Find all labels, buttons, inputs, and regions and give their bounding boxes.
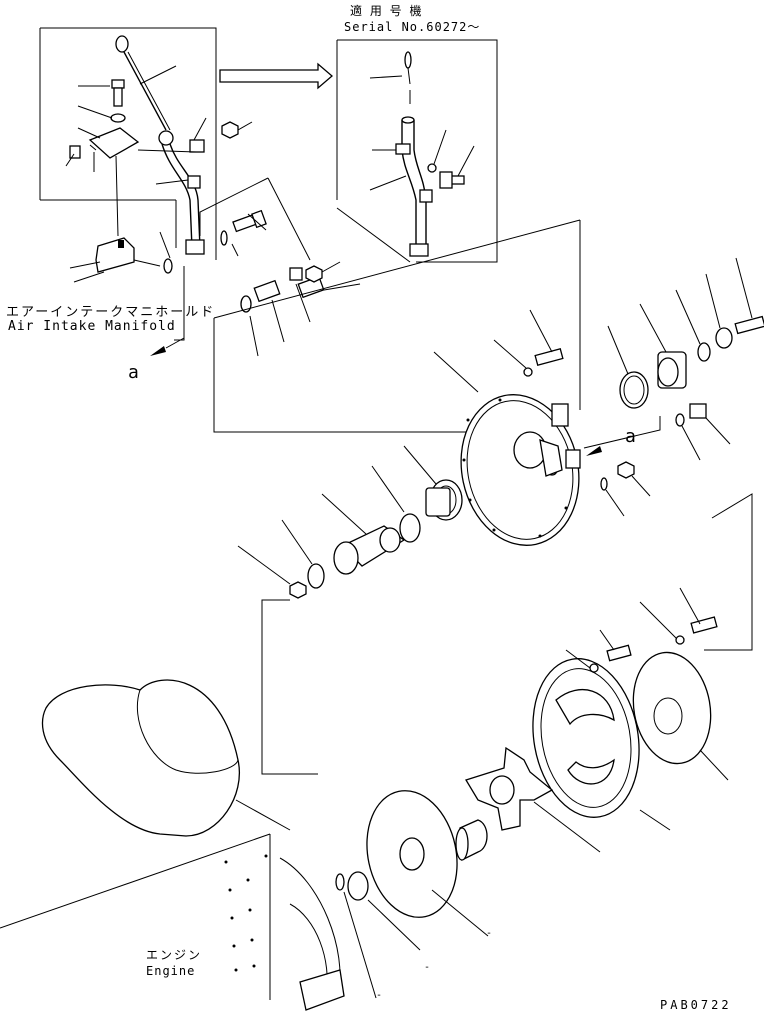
intake-manifold-label-en: Air Intake Manifold	[8, 319, 176, 334]
drawing-code: PAB0722	[660, 998, 732, 1012]
ref-mark-a-left: a	[128, 362, 140, 383]
applicable-header: 適 用 号 機	[350, 4, 424, 18]
ref-arrow-left	[150, 346, 166, 356]
intake-manifold-label-jp: エアーインテークマニホールド	[6, 305, 216, 320]
direction-arrow	[219, 62, 333, 90]
bolt-head	[111, 79, 125, 89]
dipstick-detail-box	[39, 27, 253, 274]
ref-mark-a-right: a	[625, 426, 637, 447]
serial-number-label: Serial No.60272～	[344, 20, 481, 34]
engine-label-jp: エンジン	[146, 948, 203, 962]
gasket	[163, 258, 173, 274]
tube-cap	[158, 130, 174, 146]
engine-outline	[0, 679, 345, 1011]
tube-bracket	[187, 175, 201, 189]
flex-disc-plate	[335, 790, 489, 999]
callout-dash: -	[486, 928, 494, 939]
callout-dash: -	[376, 990, 384, 1001]
tube-flange	[185, 239, 205, 255]
bracket	[88, 127, 140, 159]
breather-fittings	[199, 177, 361, 357]
engine-label-en: Engine	[146, 964, 196, 978]
nut	[221, 121, 239, 139]
air-intake-manifold	[69, 237, 161, 283]
washer	[110, 113, 126, 123]
flywheel-housing-cover	[433, 351, 581, 546]
ref-arrow-right	[586, 446, 602, 456]
dipstick-handle	[115, 35, 129, 53]
seal-housing-group	[583, 257, 764, 517]
applicable-serial-box	[336, 39, 498, 263]
coupling-housing-group	[532, 587, 729, 831]
tube-clamp	[189, 139, 205, 153]
coupling-spider	[455, 746, 601, 862]
bolt-shank	[113, 87, 123, 107]
coupling-shaft-group	[237, 445, 463, 599]
callout-dash: -	[424, 962, 432, 973]
clip	[69, 145, 81, 159]
